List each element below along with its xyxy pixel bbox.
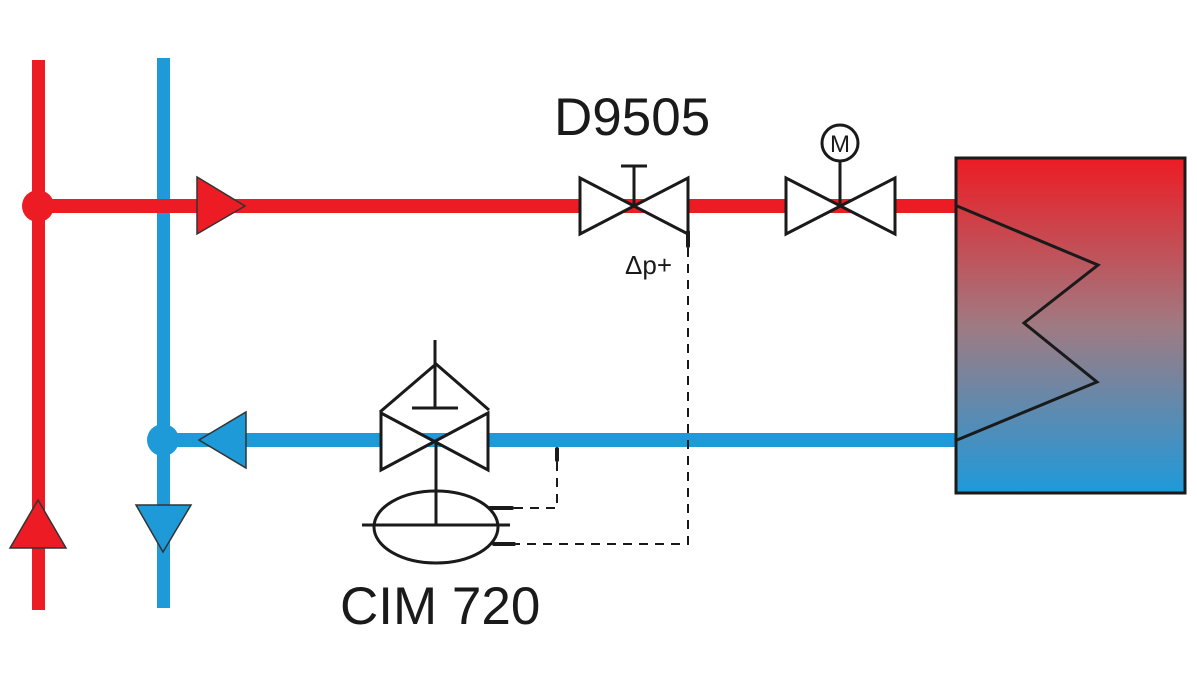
return-junction-dot [147, 424, 179, 456]
supply-junction-dot [22, 190, 54, 222]
supply-branch-pipe [38, 199, 956, 213]
supply-flow-right-arrow-icon [196, 175, 247, 236]
heat-exchanger-coil-icon [956, 204, 1101, 442]
minus-impulse-line [514, 462, 558, 509]
valve-body-icon [379, 410, 490, 473]
dp-controller-label: CIM 720 [340, 577, 540, 636]
balancing-valve-label: D9505 [554, 88, 710, 147]
tank-body [954, 156, 1187, 495]
motorized-valve[interactable]: M [784, 123, 897, 237]
storage-tank[interactable] [954, 156, 1187, 495]
return-branch-pipe [163, 433, 956, 447]
dp-plus-label: Δp+ [625, 250, 672, 280]
balancing-valve-d9505[interactable] [578, 164, 690, 248]
motor-symbol-label: M [830, 131, 850, 158]
motor-actuator-icon [820, 123, 860, 163]
dp-controller-cim720[interactable] [362, 340, 516, 565]
return-riser-pipe [157, 58, 170, 608]
return-flow-left-arrow-icon [197, 410, 247, 470]
return-flow-down-arrow-icon [134, 504, 193, 554]
supply-flow-up-arrow-icon [8, 498, 68, 549]
plus-impulse-line [516, 248, 689, 545]
